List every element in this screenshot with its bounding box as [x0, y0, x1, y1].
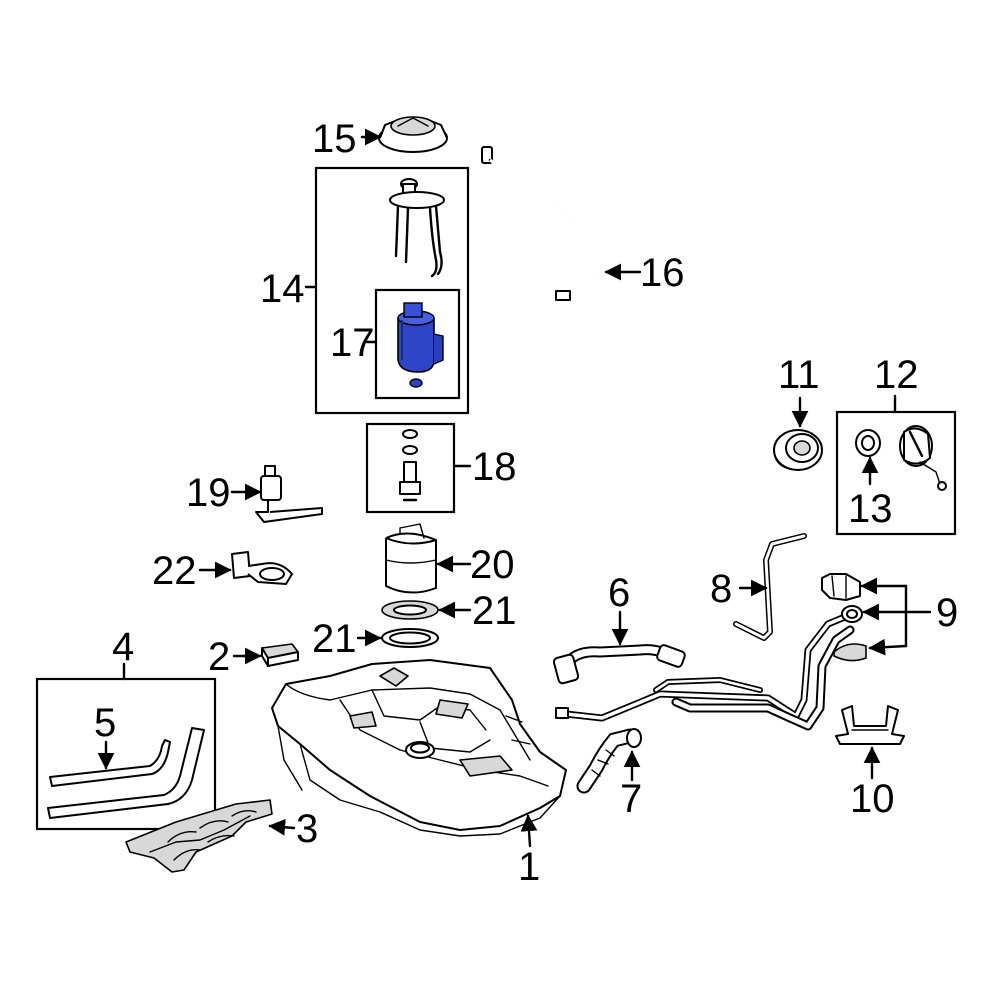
part-18-box: [365, 422, 456, 514]
part-21-gasket-lower[interactable]: [381, 628, 439, 648]
part-5-tank-strap[interactable]: [49, 739, 171, 787]
callout-10: 10: [850, 777, 895, 821]
callout-21-upper: 21: [472, 589, 517, 633]
callout-14: 14: [260, 267, 305, 311]
part-11-grommet[interactable]: [773, 429, 823, 471]
part-4-tank-strap[interactable]: [47, 727, 205, 819]
part-15-pump-cap[interactable]: [378, 116, 448, 153]
part-9-clip-upper[interactable]: [821, 573, 861, 601]
part-14-pump-bracket[interactable]: [389, 178, 445, 278]
callout-13: 13: [848, 487, 893, 531]
callout-18: 18: [472, 445, 517, 489]
callout-labels: 15 14 17 16 18 19 20 21 21 22 2 4 5 3 1 …: [94, 117, 958, 889]
callout-15: 15: [312, 117, 357, 161]
part-8-vent-tube[interactable]: [733, 533, 807, 641]
callout-6: 6: [608, 571, 630, 615]
part-12-fuel-cap[interactable]: [899, 425, 947, 491]
part-20-pump-housing[interactable]: [385, 523, 437, 594]
leader-lines: [97, 128, 932, 848]
part-16-fuel-line[interactable]: [481, 146, 603, 301]
callout-3: 3: [296, 807, 318, 851]
part-2-pad[interactable]: [261, 643, 299, 667]
callout-2: 2: [208, 635, 230, 679]
part-22-bracket[interactable]: [231, 551, 293, 585]
part-18-connector[interactable]: [399, 429, 421, 502]
part-19-sender[interactable]: [255, 465, 323, 523]
callout-21-lower: 21: [312, 617, 357, 661]
part-9-grommet[interactable]: [841, 605, 863, 623]
callout-19: 19: [186, 471, 231, 515]
callout-1: 1: [518, 845, 540, 889]
callout-8: 8: [710, 567, 732, 611]
part-13-gasket[interactable]: [855, 429, 881, 457]
part-17-box: [374, 288, 461, 400]
part-14-box: [314, 166, 470, 415]
part-1-fuel-tank[interactable]: [271, 659, 567, 837]
part-7-hose[interactable]: [576, 728, 642, 794]
callout-4: 4: [112, 625, 134, 669]
part-9-clip-lower[interactable]: [833, 643, 867, 662]
filler-pipe-assembly[interactable]: [555, 610, 856, 731]
callout-9: 9: [936, 591, 958, 635]
callout-12: 12: [874, 353, 919, 397]
callout-16: 16: [640, 251, 685, 295]
part-3-heat-shield[interactable]: [125, 799, 273, 873]
callout-11: 11: [778, 353, 820, 397]
callout-17: 17: [330, 321, 375, 365]
callout-22: 22: [152, 549, 197, 593]
part-21-gasket-upper[interactable]: [381, 600, 439, 620]
callout-5: 5: [94, 701, 116, 745]
part-6-filler-hose[interactable]: [552, 644, 686, 685]
part-4-box: [35, 677, 217, 831]
part-17-fuel-filter[interactable]: [397, 302, 444, 388]
part-10-bracket[interactable]: [835, 705, 905, 745]
callout-20: 20: [470, 543, 515, 587]
callout-7: 7: [620, 777, 642, 821]
